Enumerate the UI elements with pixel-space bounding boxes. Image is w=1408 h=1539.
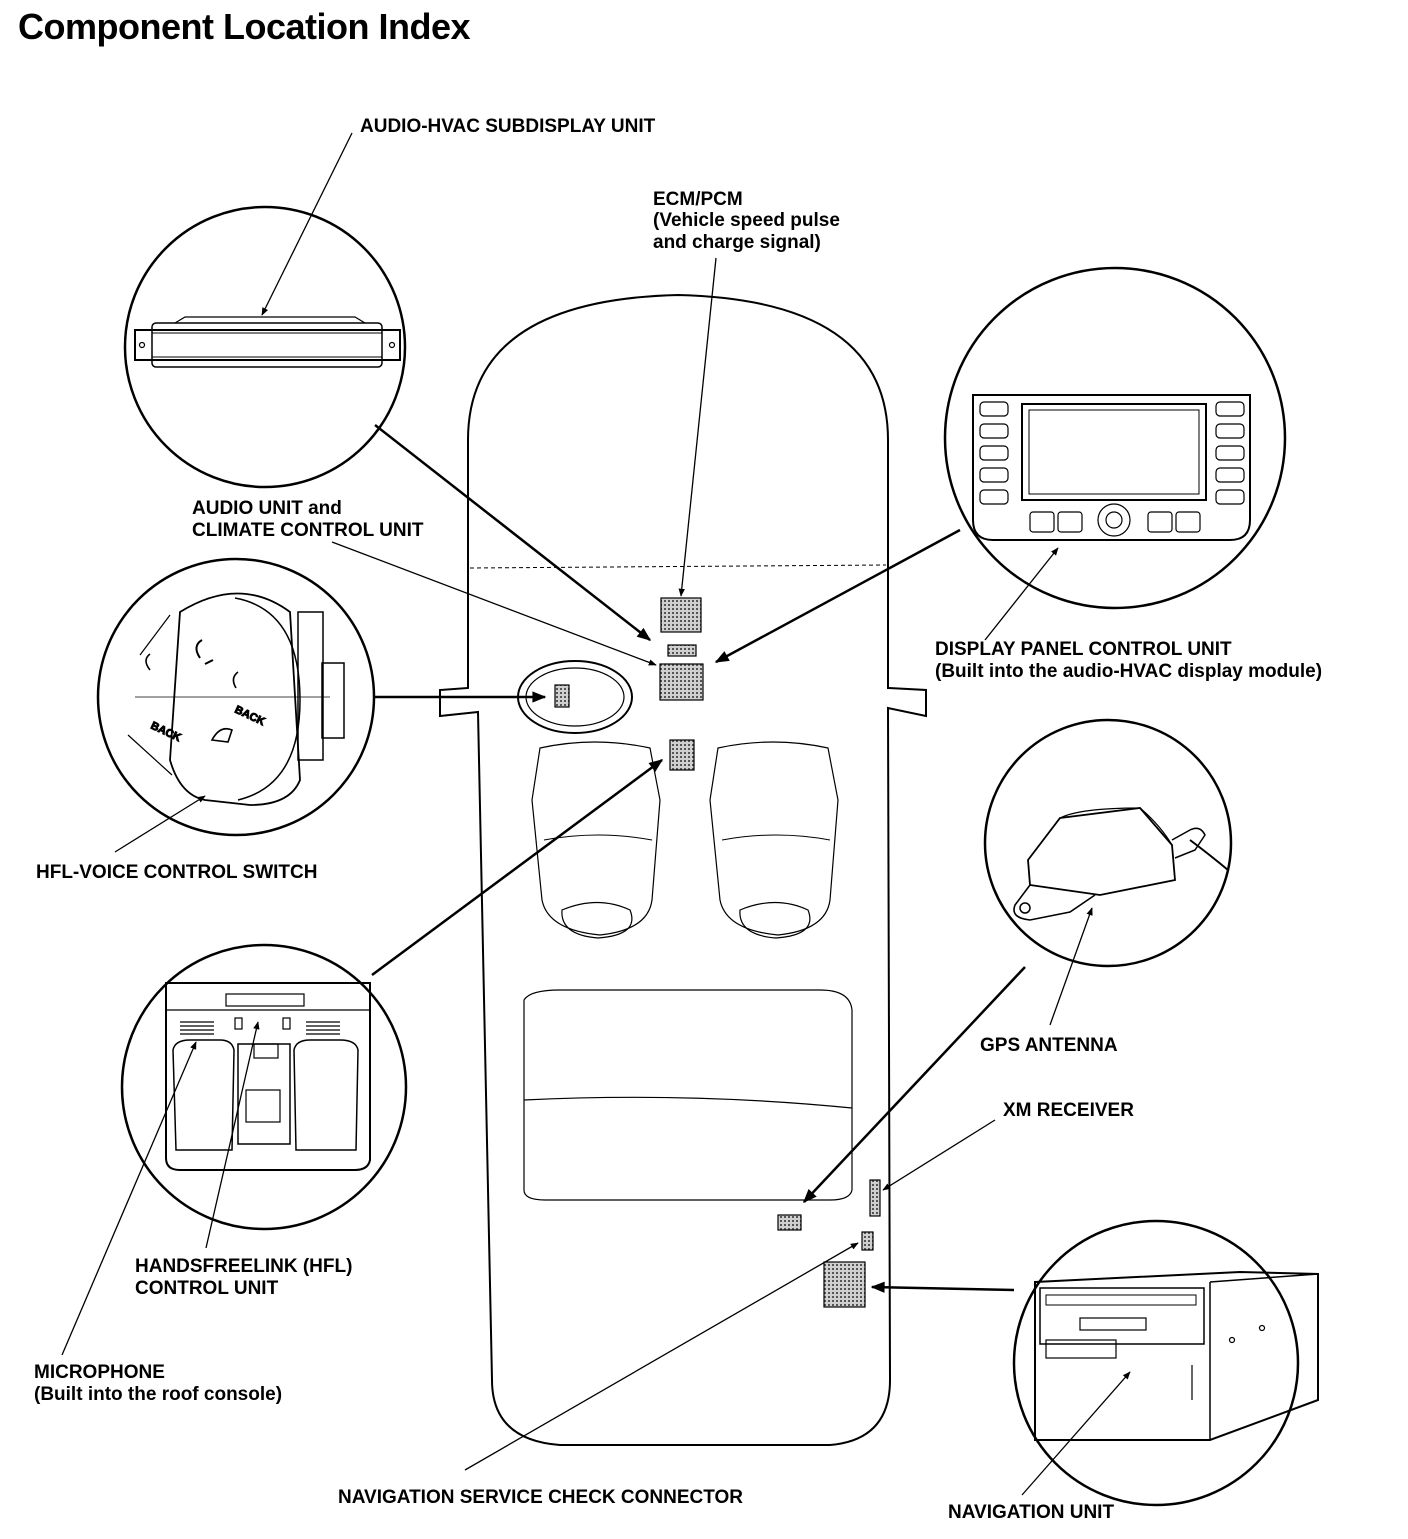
marker-service-connector bbox=[861, 1231, 874, 1251]
marker-ecm-pcm bbox=[660, 597, 702, 633]
leader-display-panel-to-car bbox=[714, 528, 961, 664]
marker-hfl-switch bbox=[554, 684, 570, 708]
label-microphone-1: MICROPHONE bbox=[34, 1362, 165, 1383]
leader-subdisplay-to-car bbox=[374, 424, 652, 641]
leader-ecm-pcm bbox=[678, 257, 717, 597]
driver-seat bbox=[531, 741, 661, 936]
leader-hfl-control-to-car bbox=[371, 758, 664, 977]
phone-icon bbox=[195, 639, 214, 665]
leader-gps-to-car bbox=[803, 966, 1026, 1204]
rear-seat bbox=[523, 989, 853, 1201]
label-microphone-2: (Built into the roof console) bbox=[34, 1384, 282, 1405]
leader-subdisplay-label bbox=[261, 132, 353, 316]
leader-gps-label bbox=[1049, 907, 1093, 1026]
label-ecm-pcm-note-1: (Vehicle speed pulse bbox=[653, 210, 840, 231]
label-display-panel-2: (Built into the audio-HVAC display modul… bbox=[935, 661, 1322, 682]
leader-hfl-control-label bbox=[205, 1021, 260, 1249]
label-hfl-voice-switch: HFL-VOICE CONTROL SWITCH bbox=[36, 862, 317, 883]
vehicle-body bbox=[439, 293, 927, 1446]
label-hfl-control-1: HANDSFREELINK (HFL) bbox=[135, 1256, 352, 1277]
label-gps-antenna: GPS ANTENNA bbox=[980, 1035, 1118, 1056]
leader-display-panel-label bbox=[984, 547, 1059, 641]
label-audio-unit-1: AUDIO UNIT and bbox=[192, 498, 342, 519]
leader-microphone-label bbox=[61, 1041, 197, 1356]
passenger-seat-cushion bbox=[739, 901, 811, 939]
detail-hfl-voice-switch: BACK BACK bbox=[96, 557, 376, 837]
windshield-line bbox=[469, 564, 887, 569]
leader-navigation-to-car bbox=[870, 1281, 1015, 1293]
marker-hfl-control bbox=[669, 739, 695, 771]
label-nav-service-connector: NAVIGATION SERVICE CHECK CONNECTOR bbox=[338, 1487, 743, 1508]
passenger-seat bbox=[709, 741, 839, 936]
detail-gps-antenna bbox=[983, 718, 1233, 968]
leader-service-connector bbox=[464, 1242, 859, 1471]
marker-navigation-unit bbox=[823, 1261, 866, 1308]
switch-back-label-left: BACK bbox=[149, 720, 183, 744]
label-audio-hvac-subdisplay: AUDIO-HVAC SUBDISPLAY UNIT bbox=[360, 116, 656, 137]
marker-subdisplay bbox=[667, 644, 697, 657]
detail-roof-console bbox=[120, 943, 408, 1231]
label-xm-receiver: XM RECEIVER bbox=[1003, 1100, 1134, 1121]
leader-hfl-switch-label bbox=[114, 795, 206, 853]
detail-subdisplay-unit bbox=[123, 205, 407, 489]
label-navigation-unit: NAVIGATION UNIT bbox=[948, 1502, 1114, 1523]
driver-seat-cushion bbox=[561, 901, 633, 939]
leader-xm-receiver bbox=[882, 1119, 996, 1191]
voice-icon bbox=[145, 653, 239, 689]
label-display-panel-1: DISPLAY PANEL CONTROL UNIT bbox=[935, 639, 1232, 660]
detail-navigation-unit bbox=[1012, 1219, 1319, 1507]
detail-display-panel bbox=[943, 266, 1287, 610]
leader-navigation-label bbox=[1021, 1371, 1131, 1496]
marker-audio-climate bbox=[659, 663, 704, 701]
vehicle-outline bbox=[439, 293, 927, 1446]
leader-lines bbox=[61, 132, 1131, 1496]
callout-labels: AUDIO-HVAC SUBDISPLAY UNIT ECM/PCM (Vehi… bbox=[34, 116, 1322, 1523]
page-title: Component Location Index bbox=[18, 6, 471, 47]
switch-back-label-right: BACK bbox=[233, 704, 267, 728]
marker-gps-antenna bbox=[777, 1214, 802, 1231]
marker-xm-receiver bbox=[869, 1179, 881, 1217]
component-markers bbox=[554, 597, 881, 1308]
label-ecm-pcm-note-2: and charge signal) bbox=[653, 232, 821, 253]
label-audio-unit-2: CLIMATE CONTROL UNIT bbox=[192, 520, 424, 541]
label-hfl-control-2: CONTROL UNIT bbox=[135, 1278, 279, 1299]
hangup-icon bbox=[210, 727, 233, 743]
leader-audio-unit bbox=[331, 541, 657, 666]
label-ecm-pcm: ECM/PCM bbox=[653, 189, 743, 210]
